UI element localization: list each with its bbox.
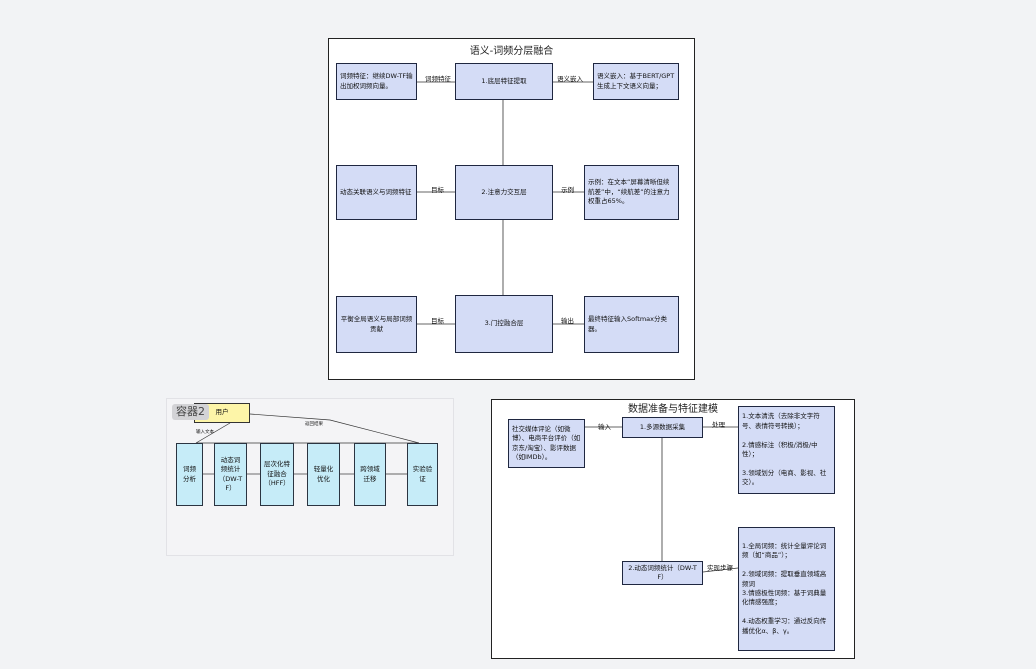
dwtf-steps-text: 1.全局词频：统计全量评论词频（如“商品”）； 2.领域词频：提取垂直领域高频词… (742, 541, 827, 635)
data-source-node[interactable]: 社交媒体评论（如微博）、电商平台评价（如京东/淘宝）、影评数据（如IMDb）。 (508, 419, 585, 468)
step-experiment[interactable]: 实验验证 (407, 443, 438, 506)
edge-label-example: 示例 (561, 186, 574, 194)
edge-label-process: 处理 (712, 421, 725, 429)
gated-fusion-node[interactable]: 3.门控融合层 (455, 295, 553, 353)
step-dwtf[interactable]: 动态词频统计（DW-TF） (214, 443, 247, 506)
edge-label-impl-steps: 实现步骤 (707, 564, 733, 572)
edge-label-goal-1: 目标 (431, 186, 444, 194)
preprocess-text: 1.文本清洗（去除非文字符号、表情符号转换）； 2.情感标注（积极/消极/中性）… (742, 412, 827, 487)
dwtf-steps-node[interactable]: 1.全局词频：统计全量评论词频（如“商品”）； 2.领域词频：提取垂直领域高频词… (738, 527, 835, 651)
attention-interaction-node[interactable]: 2.注意力交互层 (455, 165, 553, 220)
step-cross-domain[interactable]: 跨领域迁移 (354, 443, 386, 506)
dwtf-node[interactable]: 2.动态词频统计（DW-TF） (622, 561, 703, 585)
step-word-freq-analysis[interactable]: 词频分析 (176, 443, 203, 506)
step-lightweight[interactable]: 轻量化优化 (307, 443, 340, 506)
semantic-embedding-node[interactable]: 语义嵌入：基于BERT/GPT生成上下文语义向量； (593, 63, 679, 100)
edge-label-word-freq: 词频特征 (425, 75, 451, 83)
edge-label-input: 输入 (598, 423, 611, 431)
layer1-feature-extraction-node[interactable]: 1.底层特征提取 (455, 63, 553, 100)
softmax-output-node[interactable]: 最终特征输入Softmax分类器。 (584, 296, 679, 353)
container2-tag: 容器2 (172, 404, 209, 420)
word-freq-feature-node[interactable]: 词频特征：继续DW-TF输出加权词频向量。 (336, 63, 417, 100)
edge-label-input-text: 输入文本 (196, 430, 214, 435)
edge-label-goal-2: 目标 (431, 317, 444, 325)
diagram1-title: 语义-词频分层融合 (469, 46, 554, 57)
diagram3-title: 数据准备与特征建模 (628, 404, 718, 415)
example-node[interactable]: 示例：在文本“屏幕清晰但续航差”中，“续航差”的注意力权重占65%。 (584, 165, 679, 220)
step-hff[interactable]: 层次化特征融合（HFF） (260, 443, 294, 506)
multi-source-collection-node[interactable]: 1.多源数据采集 (622, 417, 703, 438)
edge-label-semantic-embed: 语义嵌入 (557, 75, 583, 83)
user-label: 用户 (215, 408, 229, 417)
balance-global-local-node[interactable]: 平衡全局语义与局部词频贡献 (336, 296, 417, 353)
preprocess-node[interactable]: 1.文本清洗（去除非文字符号、表情符号转换）； 2.情感标注（积极/消极/中性）… (738, 406, 835, 494)
edge-label-output: 输出 (561, 317, 574, 325)
dynamic-association-node[interactable]: 动态关联语义与词频特征 (336, 165, 417, 220)
edge-label-return-result: 返回结果 (305, 422, 323, 427)
